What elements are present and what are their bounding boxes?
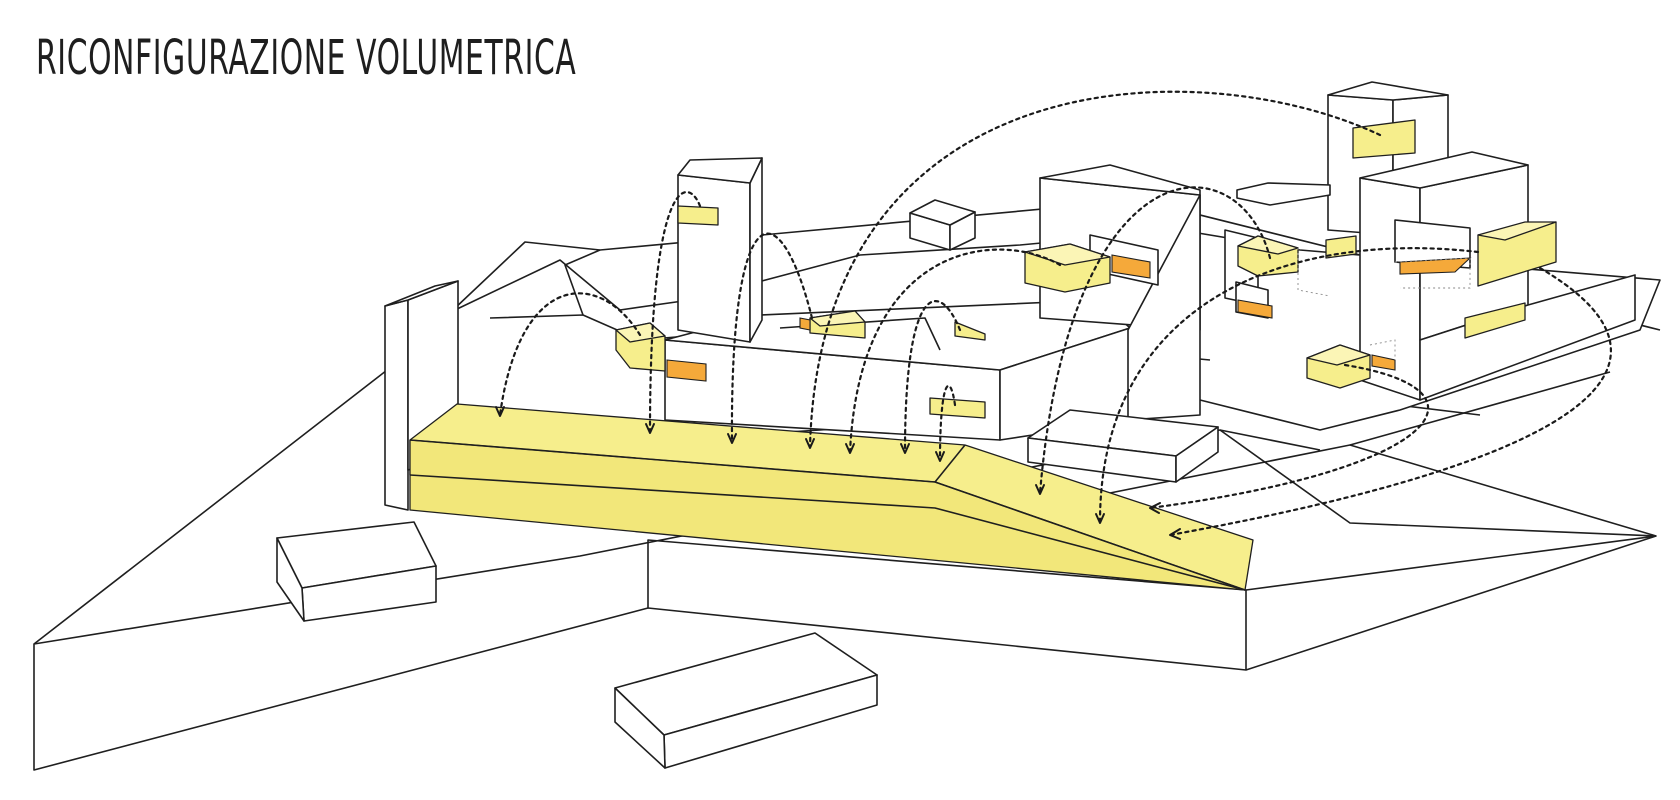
arrowhead-7 (935, 451, 945, 462)
vol-2 (677, 205, 719, 226)
small-block-top (909, 199, 976, 251)
block-left-small (276, 521, 437, 622)
block-front (614, 632, 878, 769)
arrow-4 (808, 90, 1382, 449)
right-block-top (1359, 151, 1529, 189)
vol-3-top (809, 310, 866, 327)
ghost-line-1 (1394, 257, 1471, 289)
vol-4 (954, 321, 986, 341)
vol-12-top (1306, 344, 1371, 366)
right-cluster (1224, 81, 1636, 401)
ghost-line-3 (1369, 339, 1396, 360)
void-3 (799, 317, 811, 331)
enclosure-inner-2 (564, 249, 601, 316)
arrowhead-4 (805, 438, 815, 449)
plinth-front-edge (647, 539, 1247, 670)
void-1 (666, 359, 707, 382)
arrowhead-10 (1149, 502, 1161, 514)
vol-10-top (1477, 221, 1557, 241)
arrowhead-6 (900, 443, 910, 454)
arrow-11 (1168, 266, 1613, 537)
arrowhead-2 (645, 423, 655, 434)
tower-left (677, 157, 763, 343)
tower-left-front (677, 174, 751, 343)
arrowhead-9 (1095, 513, 1105, 524)
ground-edge-left (33, 199, 1661, 645)
ghost-line-2 (1297, 248, 1331, 297)
relocation-arrows (495, 90, 1613, 540)
void-8 (1237, 299, 1273, 319)
arrow-2 (648, 191, 702, 434)
construction-lines (1297, 248, 1471, 360)
vol-11 (1464, 302, 1526, 339)
arrow-10 (1148, 363, 1429, 510)
arrowhead-1 (495, 406, 505, 417)
void-12 (1371, 354, 1396, 371)
new-linear-volume (409, 403, 1254, 591)
vol-7 (1352, 119, 1416, 159)
arrow-5 (848, 248, 1062, 454)
block-f-side (614, 687, 666, 769)
arrowhead-8 (1035, 484, 1045, 495)
diagram-title: RICONFIGURAZIONE VOLUMETRICA (36, 30, 577, 86)
block-lower-middle (1027, 409, 1219, 483)
void-6 (1111, 254, 1151, 279)
arrow-8 (1038, 186, 1272, 495)
arrow-9 (1098, 247, 1480, 524)
slab-front (384, 299, 409, 511)
road-edge-east (1245, 535, 1657, 591)
tower-left-top (677, 157, 763, 184)
arrowhead-5 (845, 443, 855, 454)
block-lmid-side (1175, 426, 1219, 483)
road-line-2 (1219, 429, 1321, 451)
small-top-top (909, 199, 976, 226)
arrow-3 (730, 232, 814, 444)
linear-mid (409, 474, 1246, 591)
tower-center-top (1039, 164, 1201, 196)
linear-slope (934, 444, 966, 483)
right-tower-tall-top (1327, 81, 1449, 101)
central-block (664, 299, 1131, 441)
vol-5 (929, 397, 986, 419)
arrowhead-11 (1169, 528, 1181, 540)
arrow-6 (903, 300, 962, 454)
tower-left-side (749, 157, 763, 343)
arrow-7 (938, 384, 957, 462)
block-ls-side (276, 537, 305, 622)
right-slab-front (1236, 182, 1331, 206)
arrowhead-3 (727, 433, 737, 444)
slab-top (384, 280, 459, 307)
road-line-3 (1349, 371, 1611, 446)
